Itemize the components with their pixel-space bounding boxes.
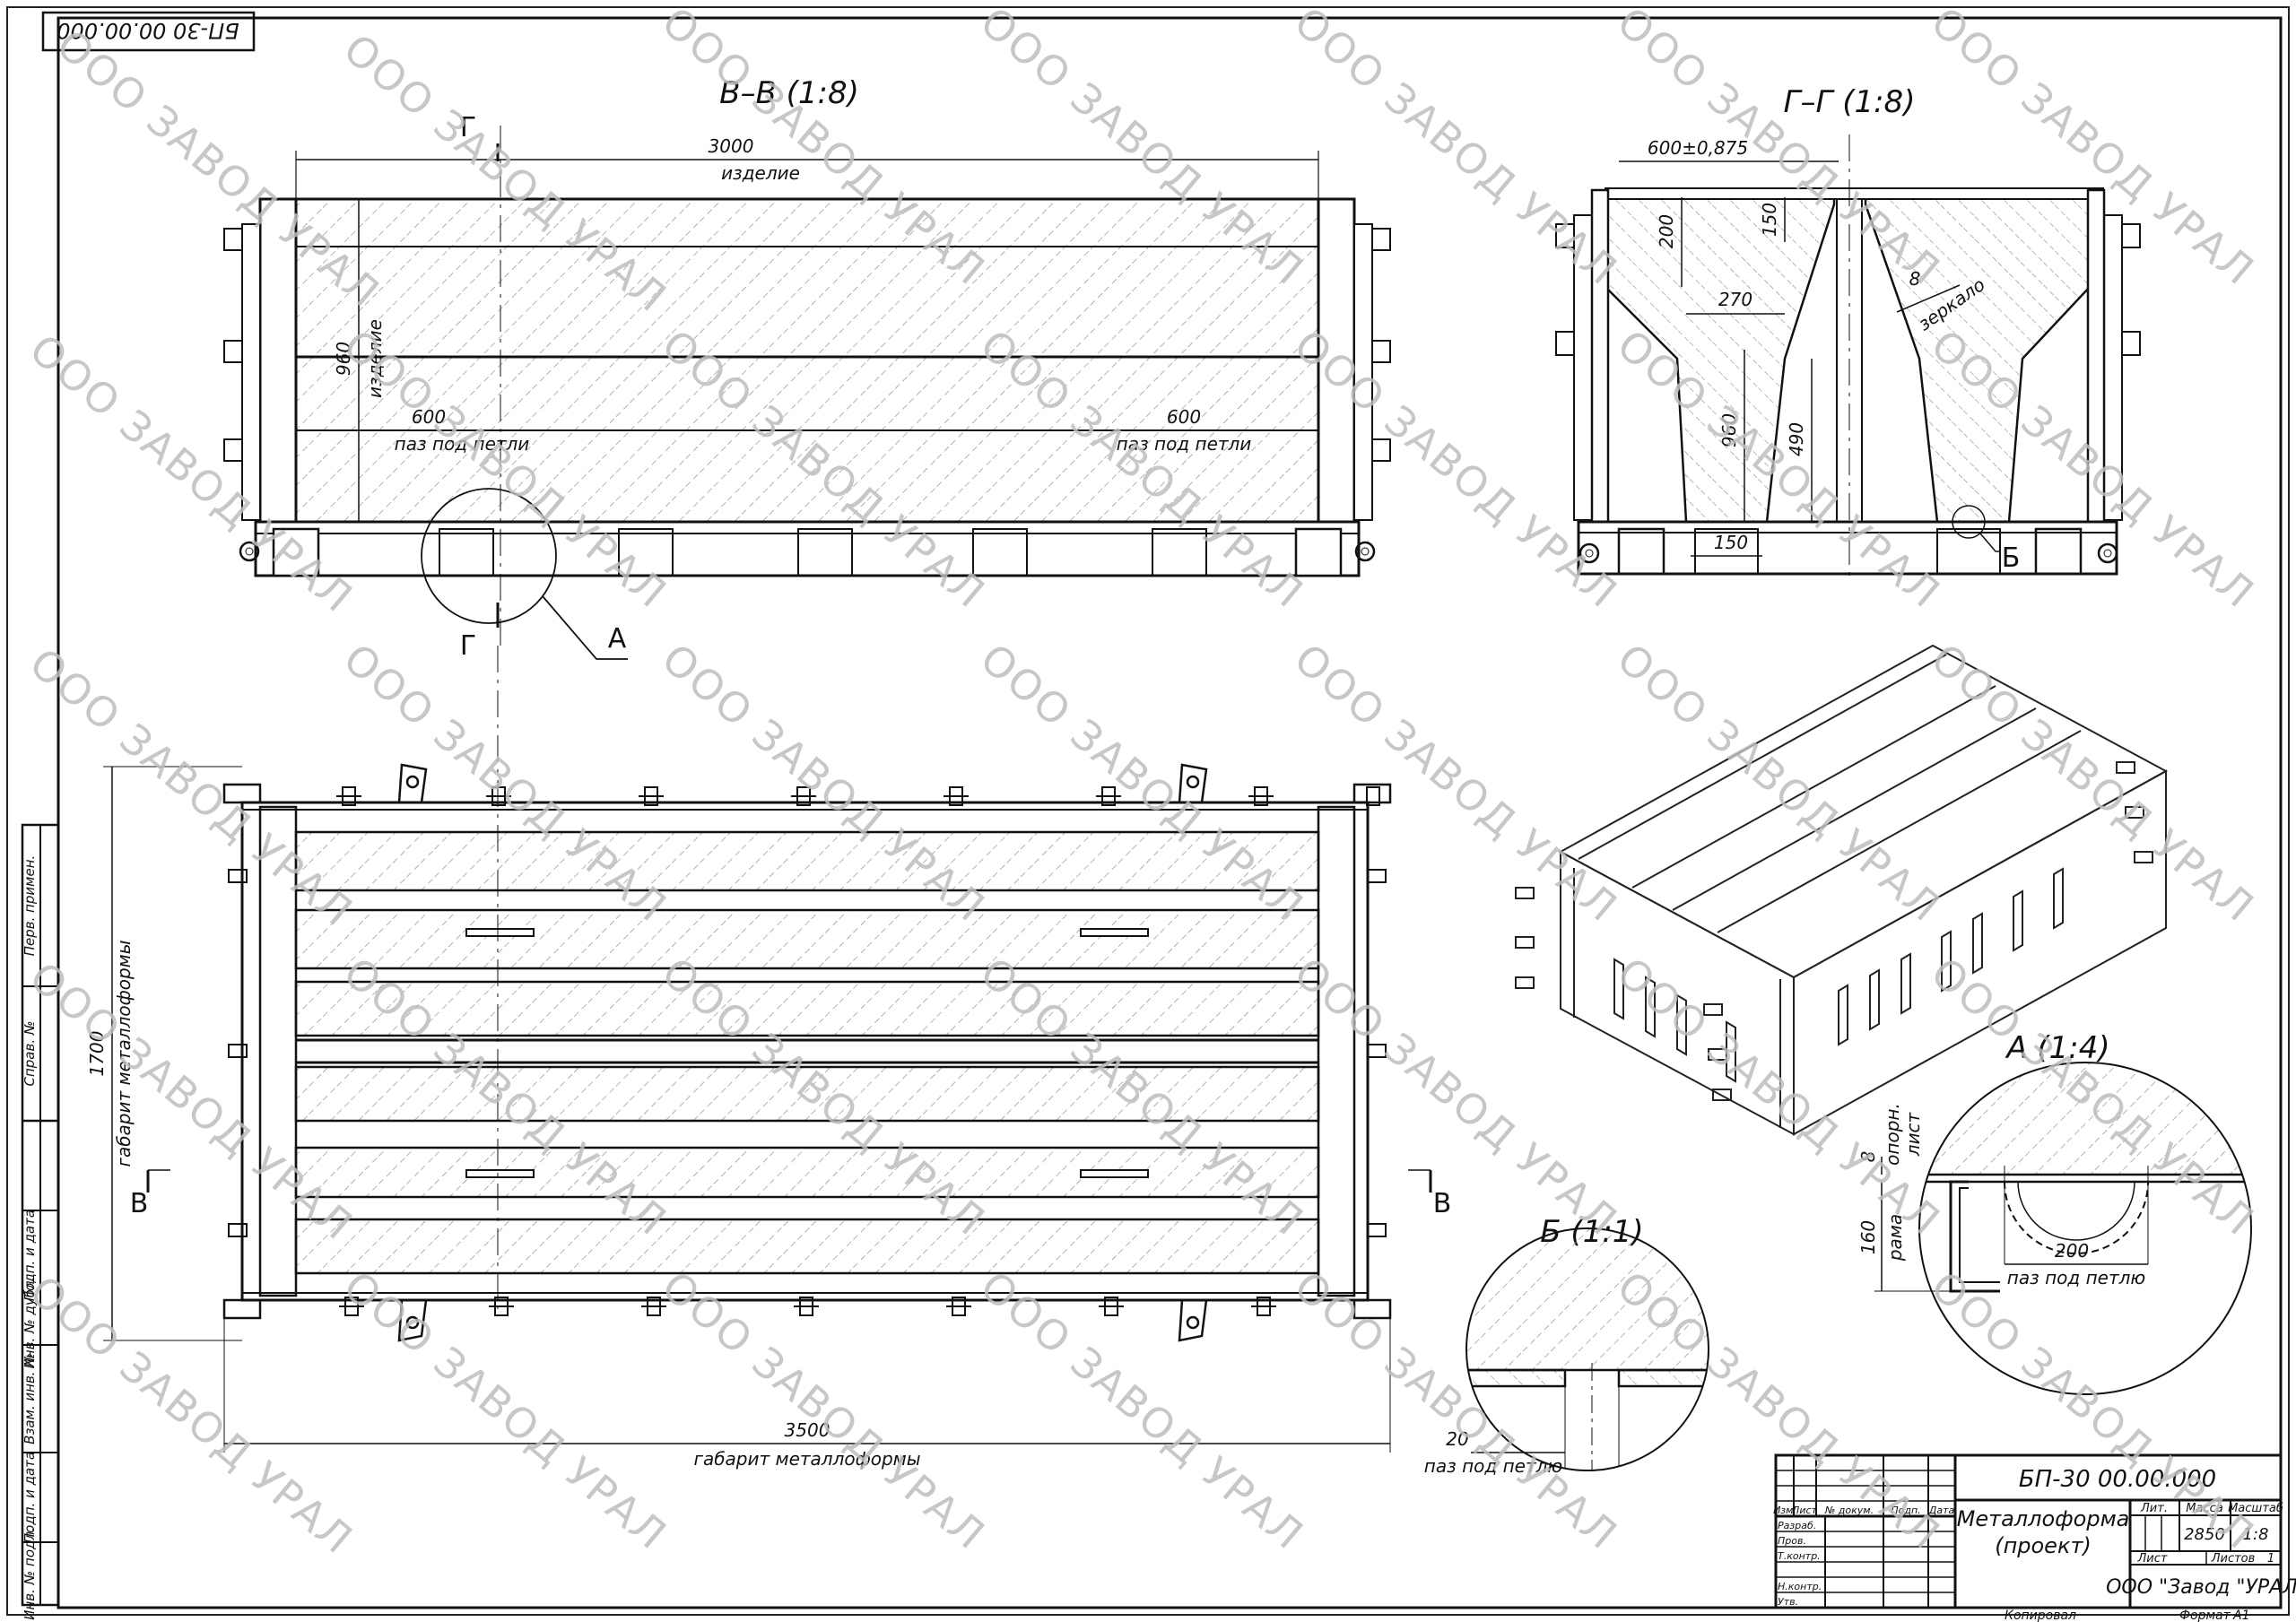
gg-d200: 200 xyxy=(1656,214,1677,248)
detail-a-loop-note: паз под петлю xyxy=(2007,1267,2145,1288)
plan-strip xyxy=(294,908,1320,970)
tb-role-appr: Утв. xyxy=(1778,1596,1798,1608)
vv-length-note: изделие xyxy=(721,162,800,184)
watermark: ООО ЗАВОД УРАЛ xyxy=(21,638,362,936)
section-gg-title: Г–Г (1:8) xyxy=(1784,84,1916,120)
vv-height-note: изделие xyxy=(364,319,386,398)
vv-loop-right-note: паз под петли xyxy=(1117,433,1252,455)
gg-d490: 490 xyxy=(1786,422,1807,456)
title-block: БП-30 00.00.000 Металлоформа (проект) Ли… xyxy=(1773,1453,2296,1622)
stamp-first-use: Перв. примен. xyxy=(22,855,38,957)
tb-name-2: (проект) xyxy=(1995,1533,2092,1558)
plan-strip xyxy=(294,830,1320,892)
detail-b-d20: 20 xyxy=(1446,1428,1468,1450)
tb-sheets-label: Листов xyxy=(2211,1552,2256,1566)
gg-d960: 960 xyxy=(1718,413,1740,447)
stamp-orig: Инв. № подл. xyxy=(22,1527,38,1619)
gg-d270: 270 xyxy=(1718,289,1752,310)
gg-width-dim: 600±0,875 xyxy=(1648,137,1748,159)
tb-role-check: Пров. xyxy=(1778,1535,1806,1547)
tb-copied: Копировал xyxy=(2005,1609,2076,1622)
plan-strip xyxy=(294,1218,1320,1275)
detail-a-title: А (1:4) xyxy=(2005,1030,2109,1066)
vv-loop-left-note: паз под петли xyxy=(395,433,530,455)
tb-company: ООО "Завод "УРАЛ" xyxy=(2106,1576,2296,1599)
detail-a-d200: 200 xyxy=(2055,1240,2089,1262)
tb-mass-header: Масса xyxy=(2186,1502,2222,1515)
tb-format: А1 xyxy=(2232,1609,2249,1622)
plan-strip xyxy=(294,1146,1320,1199)
stamp-reference: Справ. № xyxy=(22,1021,38,1087)
tb-sheets-value: 1 xyxy=(2267,1552,2274,1566)
tb-role-tcontr: Т.контр. xyxy=(1778,1550,1821,1562)
vv-loop-right-dim: 600 xyxy=(1167,406,1201,428)
watermark: ООО ЗАВОД УРАЛ xyxy=(48,20,389,317)
gg-d8: 8 xyxy=(1909,268,1921,290)
stamp-dupl: Инв. № дубл. xyxy=(22,1277,38,1369)
tb-format-label: Формат xyxy=(2179,1609,2231,1622)
stamp-replace: Взам. инв. № xyxy=(22,1353,38,1444)
watermark: ООО ЗАВОД УРАЛ xyxy=(1922,634,2264,932)
tb-scale-header: Масштаб xyxy=(2228,1502,2283,1515)
gg-mark-b: Б xyxy=(2002,542,2021,574)
outer-frame xyxy=(6,6,2290,1616)
vv-loop-left-dim: 600 xyxy=(412,406,446,428)
tb-name-1: Металлоформа xyxy=(1957,1506,2130,1531)
vv-concrete xyxy=(294,197,1320,524)
vv-height-dim: 960 xyxy=(333,342,354,376)
detail-a-sheet1: опорн. xyxy=(1882,1103,1903,1166)
isometric-view xyxy=(1515,644,2169,1136)
tb-sheet-label: Лист xyxy=(2137,1552,2168,1566)
plan-length-dim: 3500 xyxy=(785,1419,831,1441)
watermark: ООО ЗАВОД УРАЛ xyxy=(1608,948,1950,1245)
vv-mark-g-top: Г xyxy=(460,112,476,143)
tb-col-doc: № докум. xyxy=(1824,1505,1874,1516)
tb-mass: 2850 xyxy=(2184,1525,2225,1544)
tb-col-izm: Изм. xyxy=(1773,1505,1796,1516)
top-code-box: БП-30 00.00.000 xyxy=(41,11,256,52)
plan-width-note: габарит металлоформы xyxy=(113,940,135,1167)
section-vv: В–В (1:8) 3000 изделие 960 изделие xyxy=(223,75,1391,662)
stamp-sign-date-1: Подп. и дата xyxy=(22,1210,38,1301)
tb-code: БП-30 00.00.000 xyxy=(2019,1466,2216,1493)
tb-col-date: Дата xyxy=(1928,1505,1955,1516)
vv-mark-a: А xyxy=(608,623,627,655)
plan-mark-v-left: В xyxy=(130,1188,149,1219)
plan-strip xyxy=(294,1065,1320,1123)
stamp-sign-date-2: Подп. и дата xyxy=(22,1452,38,1543)
side-stamp: Перв. примен. Справ. № Подп. и дата Инв.… xyxy=(21,823,60,1620)
gg-d150-top: 150 xyxy=(1759,203,1780,237)
plan-strip xyxy=(294,980,1320,1037)
section-gg: Г–Г (1:8) 600±0,875 200 150 270 8 зер xyxy=(1555,84,2141,583)
plan-view: 1700 габарит металлоформы 3500 габарит м… xyxy=(86,646,1451,1470)
detail-a-d8: 8 xyxy=(1857,1151,1879,1163)
watermark: ООО ЗАВОД УРАЛ xyxy=(653,1262,995,1559)
watermark: ООО ЗАВОД УРАЛ xyxy=(1285,948,1627,1245)
tb-scale: 1:8 xyxy=(2243,1525,2269,1544)
watermark: ООО ЗАВОД УРАЛ xyxy=(1285,634,1627,932)
gg-d150-bottom: 150 xyxy=(1714,532,1748,553)
detail-a-d160: 160 xyxy=(1857,1220,1879,1254)
detail-a-sheet2: лист xyxy=(1902,1111,1924,1157)
tb-col-list: Лист xyxy=(1791,1505,1817,1516)
inner-frame xyxy=(57,16,2283,1609)
tb-role-ncontr: Н.контр. xyxy=(1778,1581,1822,1592)
plan-length-note: габарит металлоформы xyxy=(693,1448,920,1470)
vv-mark-g-bottom: Г xyxy=(460,630,476,662)
detail-b-loop-note: паз под петлю xyxy=(1424,1455,1562,1477)
watermark: ООО ЗАВОД УРАЛ xyxy=(21,1266,362,1564)
plan-width-dim: 1700 xyxy=(86,1031,108,1077)
top-code: БП-30 00.00.000 xyxy=(57,18,239,43)
vv-length-dim: 3000 xyxy=(709,135,754,157)
watermark: ООО ЗАВОД УРАЛ xyxy=(1608,634,1950,932)
plan-mark-v-right: В xyxy=(1433,1188,1452,1219)
tb-lit-header: Лит. xyxy=(2140,1502,2168,1515)
detail-a-frame: рама xyxy=(1884,1214,1906,1262)
section-vv-title: В–В (1:8) xyxy=(719,75,859,111)
watermark: ООО ЗАВОД УРАЛ xyxy=(1922,948,2264,1245)
tb-col-sign: Подп. xyxy=(1891,1505,1920,1516)
tb-role-dev: Разраб. xyxy=(1778,1520,1816,1531)
